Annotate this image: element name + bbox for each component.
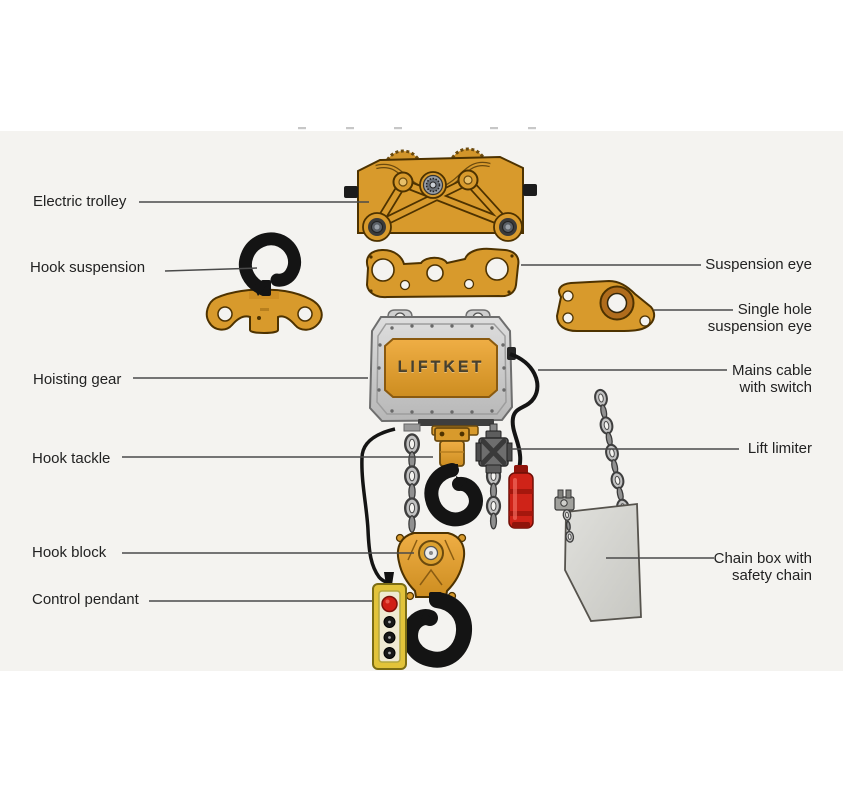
leader-hook-suspension xyxy=(164,267,258,272)
hook-suspension-illustration xyxy=(205,232,323,334)
hook-block-illustration xyxy=(395,532,472,668)
load-chain xyxy=(403,433,421,533)
electric-trolley-illustration xyxy=(344,147,537,242)
gear-housing-bolts xyxy=(377,324,506,414)
trolley-wheels xyxy=(362,212,523,242)
mains-cable-illustration xyxy=(509,352,540,473)
label-control-pendant: Control pendant xyxy=(32,591,139,608)
cropped-text-fragments xyxy=(298,127,536,130)
label-chain-box: Chain box with safety chain xyxy=(713,550,812,584)
label-mains-cable-with-switch: Mains cable with switch xyxy=(731,362,812,396)
hoisting-gear-illustration xyxy=(368,309,516,436)
safety-chain-tail xyxy=(562,509,575,543)
label-hook-tackle: Hook tackle xyxy=(32,450,111,467)
leader-lines xyxy=(122,201,739,602)
hook-tackle-illustration xyxy=(424,427,483,527)
chain-box-illustration xyxy=(554,489,642,622)
liftket-logo: LIFTKET xyxy=(397,359,485,376)
single-hole-suspension-eye-illustration xyxy=(555,279,656,332)
safety-chain xyxy=(594,388,630,517)
label-suspension-eye: Suspension eye xyxy=(705,256,812,273)
label-lift-limiter: Lift limiter xyxy=(747,440,812,457)
limiter-chain xyxy=(485,465,502,530)
label-single-hole-suspension-eye: Single hole suspension eye xyxy=(707,301,812,335)
mains-plug-illustration xyxy=(508,465,534,529)
pendant-cable xyxy=(360,427,396,586)
emergency-stop-button xyxy=(381,595,398,613)
control-pendant-illustration xyxy=(372,572,407,670)
suspension-eye-illustration xyxy=(365,247,520,299)
label-hook-suspension: Hook suspension xyxy=(30,259,146,276)
lift-limiter-illustration xyxy=(475,423,513,474)
label-electric-trolley: Electric trolley xyxy=(33,193,127,210)
label-hook-block: Hook block xyxy=(32,544,107,561)
label-hoisting-gear: Hoisting gear xyxy=(33,371,122,388)
